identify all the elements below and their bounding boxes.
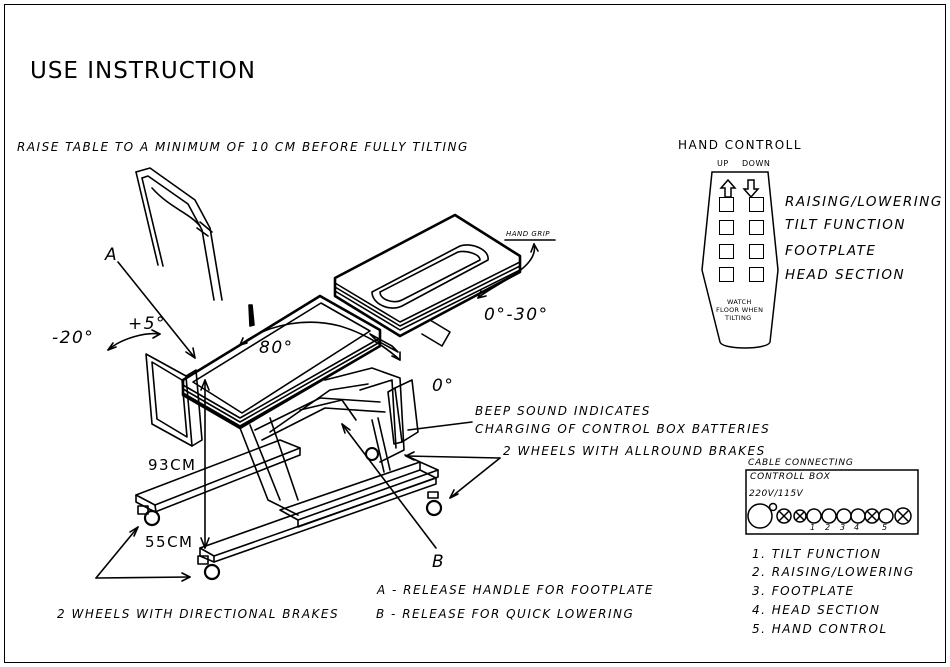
down-button-tilt[interactable] (749, 220, 764, 235)
release-b-note: B - RELEASE FOR QUICK LOWERING (376, 607, 635, 621)
height-min: 55CM (145, 533, 194, 551)
angle-tilt-max: 80° (259, 338, 294, 358)
up-button-raising[interactable] (719, 197, 734, 212)
control-box-title: CONTROLL BOX (750, 472, 831, 482)
legend-item-2: 2. RAISING/LOWERING (752, 565, 915, 579)
beep-note-line2: CHARGING OF CONTROL BOX BATTERIES (475, 422, 771, 436)
voltage-label: 220V/115V (749, 489, 804, 499)
up-button-tilt[interactable] (719, 220, 734, 235)
down-button-head[interactable] (749, 267, 764, 282)
function-head: HEAD SECTION (785, 267, 906, 283)
allround-brakes-note: 2 WHEELS WITH ALLROUND BRAKES (503, 444, 766, 458)
legend-item-1: 1. TILT FUNCTION (752, 547, 882, 561)
height-max: 93CM (148, 456, 197, 474)
directional-brakes-note: 2 WHEELS WITH DIRECTIONAL BRAKES (57, 607, 340, 621)
down-label: DOWN (742, 159, 771, 168)
footplate-handle (135, 167, 223, 301)
angle-foot-negative: -20° (52, 328, 95, 348)
angle-head: 0°-30° (484, 305, 549, 325)
page-title: USE INSTRUCTION (30, 58, 256, 84)
control-box-panel (745, 469, 919, 535)
casters (137, 447, 443, 581)
cable-title: CABLE CONNECTING (748, 458, 854, 468)
hand-grip-label: HAND GRIP (506, 230, 550, 238)
angle-tilt-min: 0° (432, 376, 455, 396)
legend-item-4: 4. HEAD SECTION (752, 603, 881, 617)
beep-note-line1: BEEP SOUND INDICATES (475, 404, 651, 418)
up-label: UP (717, 159, 729, 168)
legend-item-3: 3. FOOTPLATE (752, 584, 855, 598)
function-footplate: FOOTPLATE (785, 243, 877, 259)
port-number-2: 2 (825, 523, 831, 532)
port-number-3: 3 (840, 523, 846, 532)
warning-line2: FLOOR WHEN (716, 306, 764, 314)
legend-item-5: 5. HAND CONTROL (752, 622, 888, 636)
port-number-4: 4 (854, 523, 860, 532)
down-button-footplate[interactable] (749, 244, 764, 259)
up-button-footplate[interactable] (719, 244, 734, 259)
release-a-note: A - RELEASE HANDLE FOR FOOTPLATE (377, 583, 654, 597)
head-section (333, 213, 522, 347)
raise-note: RAISE TABLE TO A MINIMUM OF 10 CM BEFORE… (17, 140, 469, 154)
hand-control-title: HAND CONTROLL (678, 138, 803, 152)
up-button-head[interactable] (719, 267, 734, 282)
table-top (181, 294, 382, 430)
drawing-frame (4, 4, 946, 663)
warning-line3: TILTING (725, 314, 752, 322)
function-tilt: TILT FUNCTION (785, 217, 906, 233)
function-raising: RAISING/LOWERING (785, 194, 943, 210)
label-a: A (105, 245, 119, 265)
label-b: B (432, 552, 446, 572)
down-button-raising[interactable] (749, 197, 764, 212)
angle-foot-positive: +5° (128, 314, 167, 334)
port-number-1: 1 (810, 523, 816, 532)
port-number-5: 5 (882, 523, 888, 532)
warning-line1: WATCH (727, 298, 752, 306)
